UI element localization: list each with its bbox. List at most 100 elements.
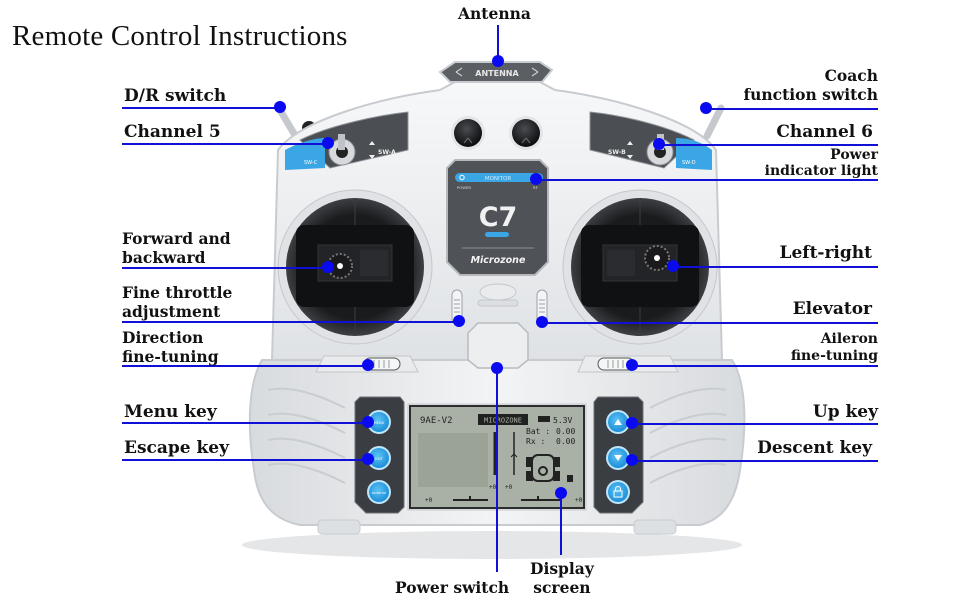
svg-text:+0: +0 [425,497,433,504]
label-channel5: Channel 5 [124,122,221,142]
callout-dot-power-switch [491,362,503,374]
coach-switch-lever [703,104,725,140]
label-channel6: Channel 6 [776,122,873,142]
callout-line-escape-key [122,459,368,461]
label-menu-key: Menu key [124,402,217,422]
label-left-right: Left-right [779,243,872,263]
svg-text:EXIT: EXIT [375,457,384,461]
svg-text:Microzone: Microzone [471,255,526,266]
label-fine-throttle-line2: adjustment [122,302,221,321]
right-grip-ridges [649,387,727,484]
lcd-model-icon [526,454,560,482]
svg-text:Rx :: Rx : [526,437,545,446]
label-direction: Direction fine-tuning [122,328,219,366]
power-indicator-bar [455,173,543,182]
label-power-light-line1: Power [830,147,878,163]
power-switch-plate [467,322,529,369]
label-direction-line1: Direction [122,328,204,347]
svg-text:9AE-V2: 9AE-V2 [420,416,453,426]
label-coach: Coach function switch [743,66,878,104]
callout-dot-up-key [626,417,638,429]
svg-text:0.00: 0.00 [556,427,575,436]
label-antenna: Antenna [458,4,531,23]
label-up-key: Up key [812,402,878,422]
lock-button [606,480,630,504]
center-handle [477,283,519,307]
callout-line-menu-key [122,422,368,424]
label-power-light-line2: indicator light [764,163,878,179]
callout-line-left-right [673,266,878,268]
left-gimbal [277,189,433,345]
callout-dot-escape-key [362,453,374,465]
left-foot [317,519,361,535]
callout-dot-fine-throttle [453,315,465,327]
callout-dot-left-right [667,260,679,272]
right-gimbal [562,189,718,345]
label-aileron: Aileron fine-tuning [791,331,878,365]
svg-text:MENU: MENU [374,421,385,425]
label-forward-backward: Forward and backward [122,229,231,267]
label-coach-line2: function switch [743,85,878,104]
callout-line-elevator [542,322,878,324]
callout-line-descent-key [632,460,878,462]
callout-line-channel6 [659,144,878,146]
label-aileron-line2: fine-tuning [790,348,878,364]
up-button [606,410,630,434]
svg-text:+0: +0 [505,484,513,491]
callout-dot-menu-key [362,416,374,428]
elevator-trim-slider [536,289,548,325]
svg-text:Bat :: Bat : [526,427,550,436]
callout-line-fine-throttle [122,321,459,323]
label-escape-key: Escape key [124,438,229,458]
svg-text:MONITOR: MONITOR [372,491,386,495]
svg-text:RF: RF [533,185,538,190]
svg-text:MICROZONE: MICROZONE [484,417,522,425]
callout-dot-channel6 [653,138,665,150]
callout-dot-descent-key [626,454,638,466]
brand-panel: MONITOR POWER RF C7 Microzone [446,159,549,276]
left-knob [451,116,485,150]
svg-text:C7: C7 [479,202,518,233]
callout-line-forward [122,267,328,269]
monitor-button: MONITOR [367,480,391,504]
callout-line-display [560,493,562,555]
callout-dot-aileron [626,359,638,371]
callout-line-channel5 [122,143,328,145]
label-fine-throttle-line1: Fine throttle [122,283,233,302]
right-foot [633,519,677,535]
menu-button: MENU [367,410,391,434]
svg-text:0.00: 0.00 [556,437,575,446]
callout-dot-channel5 [322,137,334,149]
label-display-line2: screen [533,578,591,597]
right-stick-head [644,245,670,271]
right-knob [509,116,543,150]
callout-dot-display [555,487,567,499]
label-coach-line1: Coach [824,66,878,85]
label-descent-key: Descent key [757,438,872,458]
svg-text:SW-D: SW-D [682,160,696,166]
svg-text:SW-A: SW-A [378,149,396,156]
svg-text:+0: +0 [575,497,583,504]
callout-dot-forward [322,261,334,273]
label-aileron-line1: Aileron [820,331,878,347]
callout-line-dr-switch [122,107,280,109]
callout-line-coach [706,108,878,110]
callout-dot-coach [700,102,712,114]
label-power-switch: Power switch [395,578,510,597]
label-direction-line2: fine-tuning [122,347,219,366]
page-title: Remote Control Instructions [12,20,348,52]
callout-dot-dr-switch [274,101,286,113]
label-display-screen: Display screen [530,559,594,597]
label-forward-line1: Forward and [122,229,231,248]
svg-text:SW-C: SW-C [304,160,318,166]
svg-text:POWER: POWER [457,185,471,190]
callout-line-power-switch [496,368,498,572]
callout-dot-antenna [492,55,504,67]
exit-button: EXIT [367,446,391,470]
label-display-line1: Display [530,559,594,578]
svg-text:+0: +0 [489,484,497,491]
callout-line-direction [122,365,368,367]
callout-line-aileron [632,365,878,367]
callout-line-power-light [536,179,878,181]
label-forward-line2: backward [122,248,206,267]
